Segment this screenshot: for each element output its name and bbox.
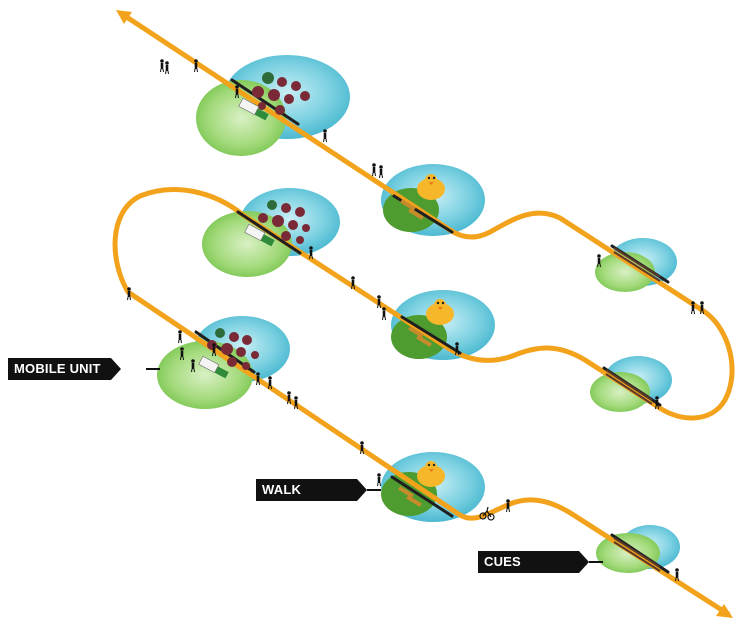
mobile-unit-label-text: MOBILE UNIT xyxy=(8,358,111,380)
table-cluster-1 xyxy=(252,72,310,115)
label-pointer xyxy=(578,551,589,573)
person-icon xyxy=(287,391,291,405)
person-icon xyxy=(675,568,679,582)
truck-icon xyxy=(238,97,269,121)
cues-label: CUES xyxy=(478,551,603,573)
table-cluster-2 xyxy=(258,200,310,244)
person-icon xyxy=(194,59,198,73)
walk-label-text: WALK xyxy=(256,479,358,501)
cues-zone-3 xyxy=(596,525,680,573)
label-pointer xyxy=(110,358,121,380)
mobile-unit-label: MOBILE UNIT xyxy=(8,358,121,380)
person-icon xyxy=(212,343,216,357)
walk-furniture xyxy=(398,199,432,507)
grass-zone xyxy=(202,211,292,277)
person-icon xyxy=(256,372,260,386)
person-icon xyxy=(165,61,169,75)
person-icon xyxy=(700,301,704,315)
person-icon xyxy=(691,301,695,315)
grass-zone xyxy=(590,372,650,412)
person-icon xyxy=(160,59,164,73)
arrow-head-icon xyxy=(116,10,132,24)
person-icon xyxy=(351,276,355,290)
label-connector xyxy=(367,489,382,491)
person-icon xyxy=(127,287,131,301)
person-icon xyxy=(382,307,386,321)
person-icon xyxy=(180,347,184,361)
bench-icon xyxy=(605,247,661,572)
person-icon xyxy=(655,396,659,410)
person-icon xyxy=(377,295,381,309)
walk-label: WALK xyxy=(256,479,382,501)
person-icon xyxy=(372,163,376,177)
person-icon xyxy=(294,396,298,410)
people xyxy=(127,59,704,582)
person-icon xyxy=(309,246,313,260)
person-icon xyxy=(323,129,327,143)
truck-icon xyxy=(198,355,229,379)
person-icon xyxy=(377,473,381,487)
person-icon xyxy=(235,85,239,99)
cues-label-text: CUES xyxy=(478,551,579,573)
duck-icon xyxy=(426,299,454,325)
person-icon xyxy=(597,254,601,268)
person-icon xyxy=(268,376,272,390)
walk-zone-2 xyxy=(391,290,495,360)
route-path xyxy=(112,11,735,617)
mobile-unit-zone-1 xyxy=(196,55,350,156)
truck-icon xyxy=(244,223,275,247)
label-pointer xyxy=(357,479,368,501)
grass-zone xyxy=(595,252,655,292)
arrow-head-icon xyxy=(716,604,733,618)
person-icon xyxy=(455,342,459,356)
mobile-unit-details xyxy=(198,72,310,379)
label-connector xyxy=(588,561,603,563)
duck-icon xyxy=(417,461,445,487)
cues-zone-1 xyxy=(595,238,677,292)
duck-icon xyxy=(417,174,445,200)
person-icon xyxy=(379,165,383,179)
person-icon xyxy=(506,499,510,513)
cues-zone-2 xyxy=(590,356,672,412)
grass-zone xyxy=(196,80,286,156)
table-cluster-3 xyxy=(207,328,259,370)
person-icon xyxy=(360,441,364,455)
person-icon xyxy=(178,330,182,344)
cyclist-icon xyxy=(479,506,495,521)
person-icon xyxy=(191,359,195,373)
